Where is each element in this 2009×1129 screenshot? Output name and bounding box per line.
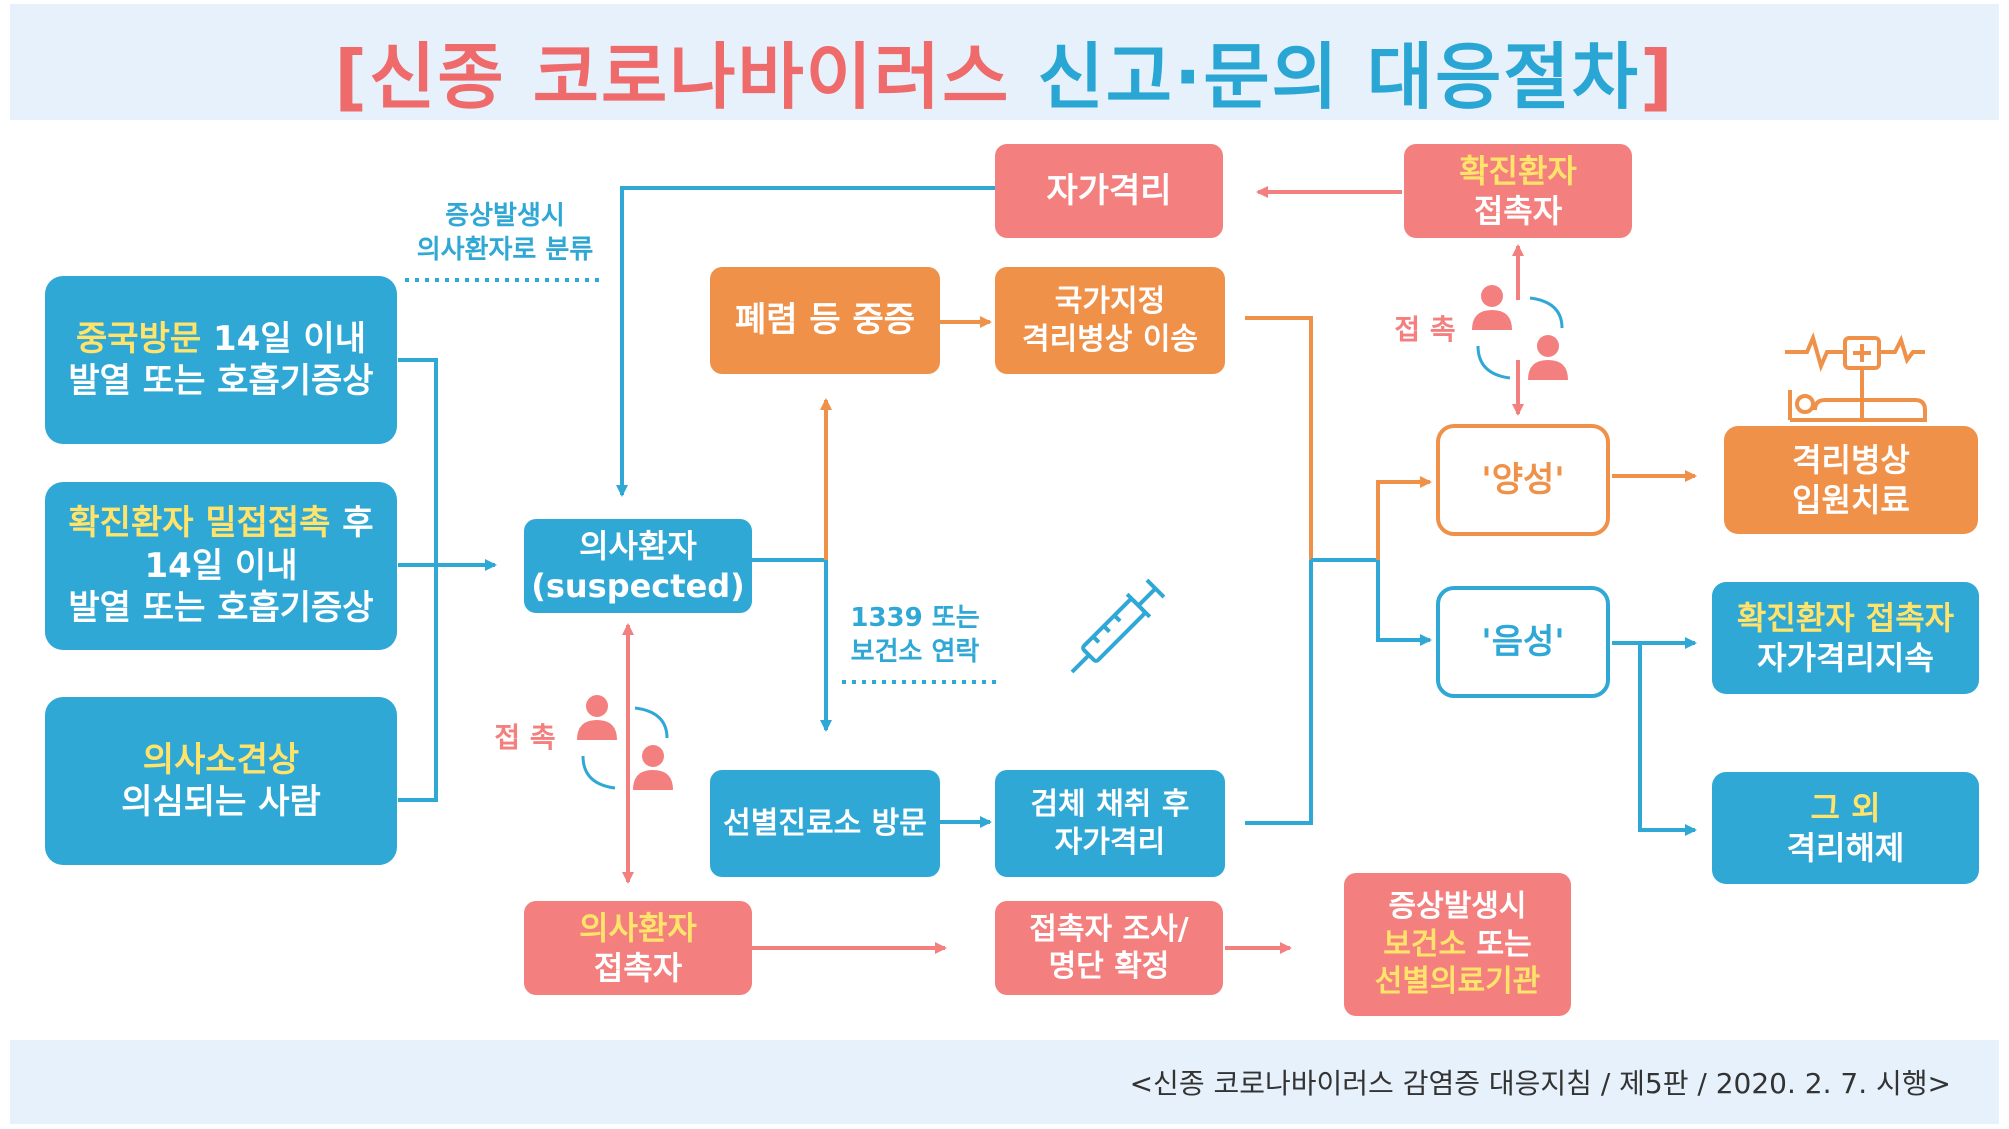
- page-title: [신종 코로나바이러스 신고·문의 대응절차]: [10, 18, 1999, 123]
- box-doctor-suspicion-highlight: 의사소견상: [142, 739, 300, 780]
- box-symptom-report: 증상발생시 보건소 또는 선별의료기관: [1344, 873, 1571, 1016]
- box-china-visit-line2: 발열 또는 호흡기증상: [68, 361, 374, 401]
- label-contact-call-line2: 보건소 연락: [850, 636, 980, 667]
- label-reclassify-line2: 의사환자로 분류: [416, 234, 594, 265]
- box-continue-quarantine-line2: 자가격리지속: [1757, 639, 1934, 677]
- box-china-visit-highlight: 중국방문: [76, 318, 202, 359]
- box-doctor-suspicion: 의사소견상 의심되는 사람: [45, 697, 397, 865]
- label-reclassify-line1: 증상발생시: [445, 201, 565, 231]
- line-sample-to-split: [1245, 560, 1313, 825]
- box-close-contact-line1: 후: [330, 503, 374, 544]
- box-suspected-line1: 의사환자: [579, 527, 697, 565]
- people-exchange-icon: [1472, 285, 1568, 380]
- title-bracket-close: ]: [1639, 35, 1675, 119]
- box-confirmed-contact-line2: 접촉자: [1473, 192, 1563, 230]
- box-national-ward: 국가지정 격리병상 이송: [995, 267, 1225, 374]
- syringe-icon: [1070, 578, 1166, 674]
- box-others-line2: 격리해제: [1786, 829, 1905, 867]
- box-positive-line1: '양성': [1481, 459, 1565, 500]
- people-exchange-icon: [577, 695, 673, 790]
- box-suspected-contact-line1: 의사환자: [579, 909, 697, 947]
- box-sample-collection-line1: 검체 채취 후: [1030, 787, 1190, 822]
- box-contact-survey-line2: 명단 확정: [1048, 949, 1170, 984]
- box-self-quarantine-line1: 자가격리: [1046, 170, 1172, 211]
- box-symptom-report-line2: 또는: [1466, 926, 1532, 962]
- box-continue-quarantine: 확진환자 접촉자 자가격리지속: [1712, 582, 1979, 694]
- box-screening-clinic-line1: 선별진료소 방문: [723, 805, 927, 841]
- box-close-contact-line3: 발열 또는 호흡기증상: [68, 588, 374, 629]
- box-contact-survey-line1: 접촉자 조사/: [1029, 911, 1189, 947]
- label-contact-left: 접 촉: [494, 721, 556, 754]
- arrow-to-negative: [1376, 560, 1432, 646]
- title-blue-part: 신고·문의 대응절차: [1037, 35, 1640, 119]
- box-continue-quarantine-highlight: 확진환자 접촉자: [1736, 599, 1955, 637]
- label-contact-call-line1: 1339 또는: [850, 603, 980, 633]
- line-ward-to-split: [1245, 316, 1313, 560]
- box-sample-collection-line2: 자가격리: [1054, 824, 1166, 860]
- label-contact-right: 접 촉: [1394, 313, 1456, 346]
- box-symptom-report-line3: 선별의료기관: [1374, 964, 1541, 1000]
- box-screening-clinic: 선별진료소 방문: [710, 770, 940, 877]
- box-contact-survey: 접촉자 조사/ 명단 확정: [995, 901, 1223, 995]
- box-isolation-ward-line1: 격리병상: [1792, 441, 1910, 479]
- box-china-visit: 중국방문 14일 이내 발열 또는 호흡기증상: [45, 276, 397, 444]
- box-national-ward-line1: 국가지정: [1054, 284, 1166, 319]
- box-doctor-suspicion-line2: 의심되는 사람: [121, 782, 321, 822]
- box-close-contact-highlight: 확진환자 밀접접촉: [68, 503, 331, 544]
- title-red-part: 신종 코로나바이러스: [369, 35, 1011, 119]
- box-national-ward-line2: 격리병상 이송: [1021, 321, 1199, 357]
- box-sample-collection: 검체 채취 후 자가격리: [995, 770, 1225, 877]
- box-others-highlight: 그 외: [1810, 789, 1881, 827]
- line-left-bracket: [398, 358, 438, 802]
- box-confirmed-contact-line1: 확진환자: [1459, 152, 1577, 190]
- box-others: 그 외 격리해제: [1712, 772, 1979, 884]
- box-close-contact: 확진환자 밀접접촉 후 14일 이내 발열 또는 호흡기증상: [45, 482, 397, 650]
- box-self-quarantine: 자가격리: [995, 144, 1223, 238]
- box-suspected-contact-line2: 접촉자: [593, 949, 683, 987]
- footer-band: <신종 코로나바이러스 감염증 대응지침 / 제5판 / 2020. 2. 7.…: [10, 1040, 1999, 1124]
- arrow-quarantine-to-suspected: [616, 186, 995, 497]
- box-close-contact-line2: 14일 이내: [144, 545, 298, 586]
- box-confirmed-contact: 확진환자 접촉자: [1404, 144, 1632, 238]
- box-isolation-ward: 격리병상 입원치료: [1724, 426, 1978, 534]
- box-suspected-contact: 의사환자 접촉자: [524, 901, 752, 995]
- box-pneumonia: 폐렴 등 중증: [710, 267, 940, 374]
- title-bracket-open: [: [334, 35, 370, 119]
- hospital-bed-icon: [1785, 332, 1927, 422]
- source-citation: <신종 코로나바이러스 감염증 대응지침 / 제5판 / 2020. 2. 7.…: [1129, 1067, 1951, 1100]
- box-negative: '음성': [1436, 586, 1610, 698]
- title-banner: [신종 코로나바이러스 신고·문의 대응절차]: [10, 4, 1999, 120]
- box-china-visit-line1: 14일 이내: [201, 318, 366, 359]
- arrow-to-positive: [1376, 476, 1432, 560]
- box-positive: '양성': [1436, 424, 1610, 536]
- box-symptom-report-highlight: 보건소: [1383, 926, 1467, 962]
- label-reclassify: 증상발생시 의사환자로 분류: [400, 200, 610, 268]
- label-contact-call: 1339 또는 보건소 연락: [820, 602, 1010, 670]
- box-pneumonia-line1: 폐렴 등 중증: [734, 300, 916, 341]
- arrow-negative-to-others: [1638, 643, 1697, 836]
- box-negative-line1: '음성': [1481, 621, 1565, 662]
- box-suspected: 의사환자 (suspected): [524, 519, 752, 613]
- box-symptom-report-line1: 증상발생시: [1388, 889, 1527, 925]
- box-isolation-ward-line2: 입원치료: [1792, 481, 1910, 519]
- box-suspected-line2: (suspected): [531, 567, 745, 605]
